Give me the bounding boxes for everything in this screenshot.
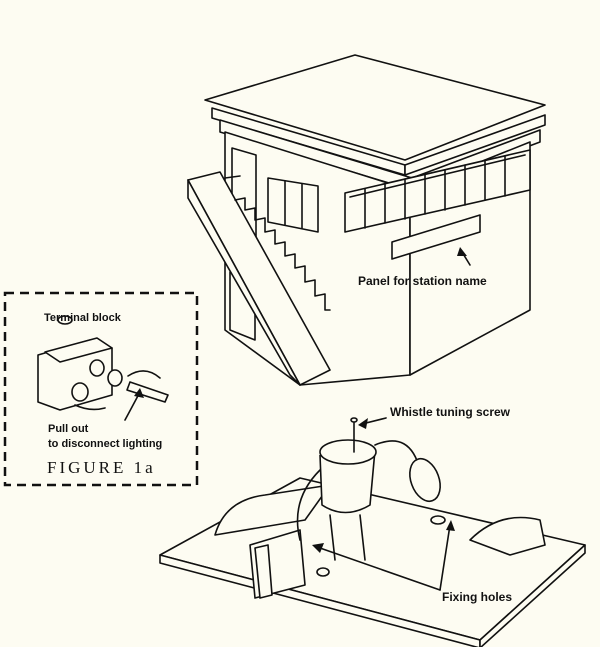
terminal-block-drawing: [37, 315, 169, 421]
terminal-block-label: Terminal block: [44, 312, 121, 324]
fixing-hole: [430, 515, 446, 525]
figure-1a-frame: [3, 291, 199, 487]
station-name-panel: [391, 214, 481, 260]
whistle-label: Whistle tuning screw: [390, 405, 511, 419]
figure-caption: FIGURE 1a: [47, 458, 156, 477]
pull-out-label: Pull out: [48, 423, 89, 435]
pull-out-label-2: to disconnect lighting: [48, 438, 163, 450]
fixing-holes-label: Fixing holes: [442, 590, 513, 604]
roof-top: [204, 54, 546, 161]
signal-box-building: [187, 54, 546, 386]
whistle-bell: [319, 439, 377, 465]
fixing-hole: [316, 567, 330, 577]
whistle-base-drawing: [159, 247, 586, 647]
side-window: [267, 177, 319, 233]
front-windows: [344, 149, 531, 233]
panel-label: Panel for station name: [358, 274, 487, 288]
